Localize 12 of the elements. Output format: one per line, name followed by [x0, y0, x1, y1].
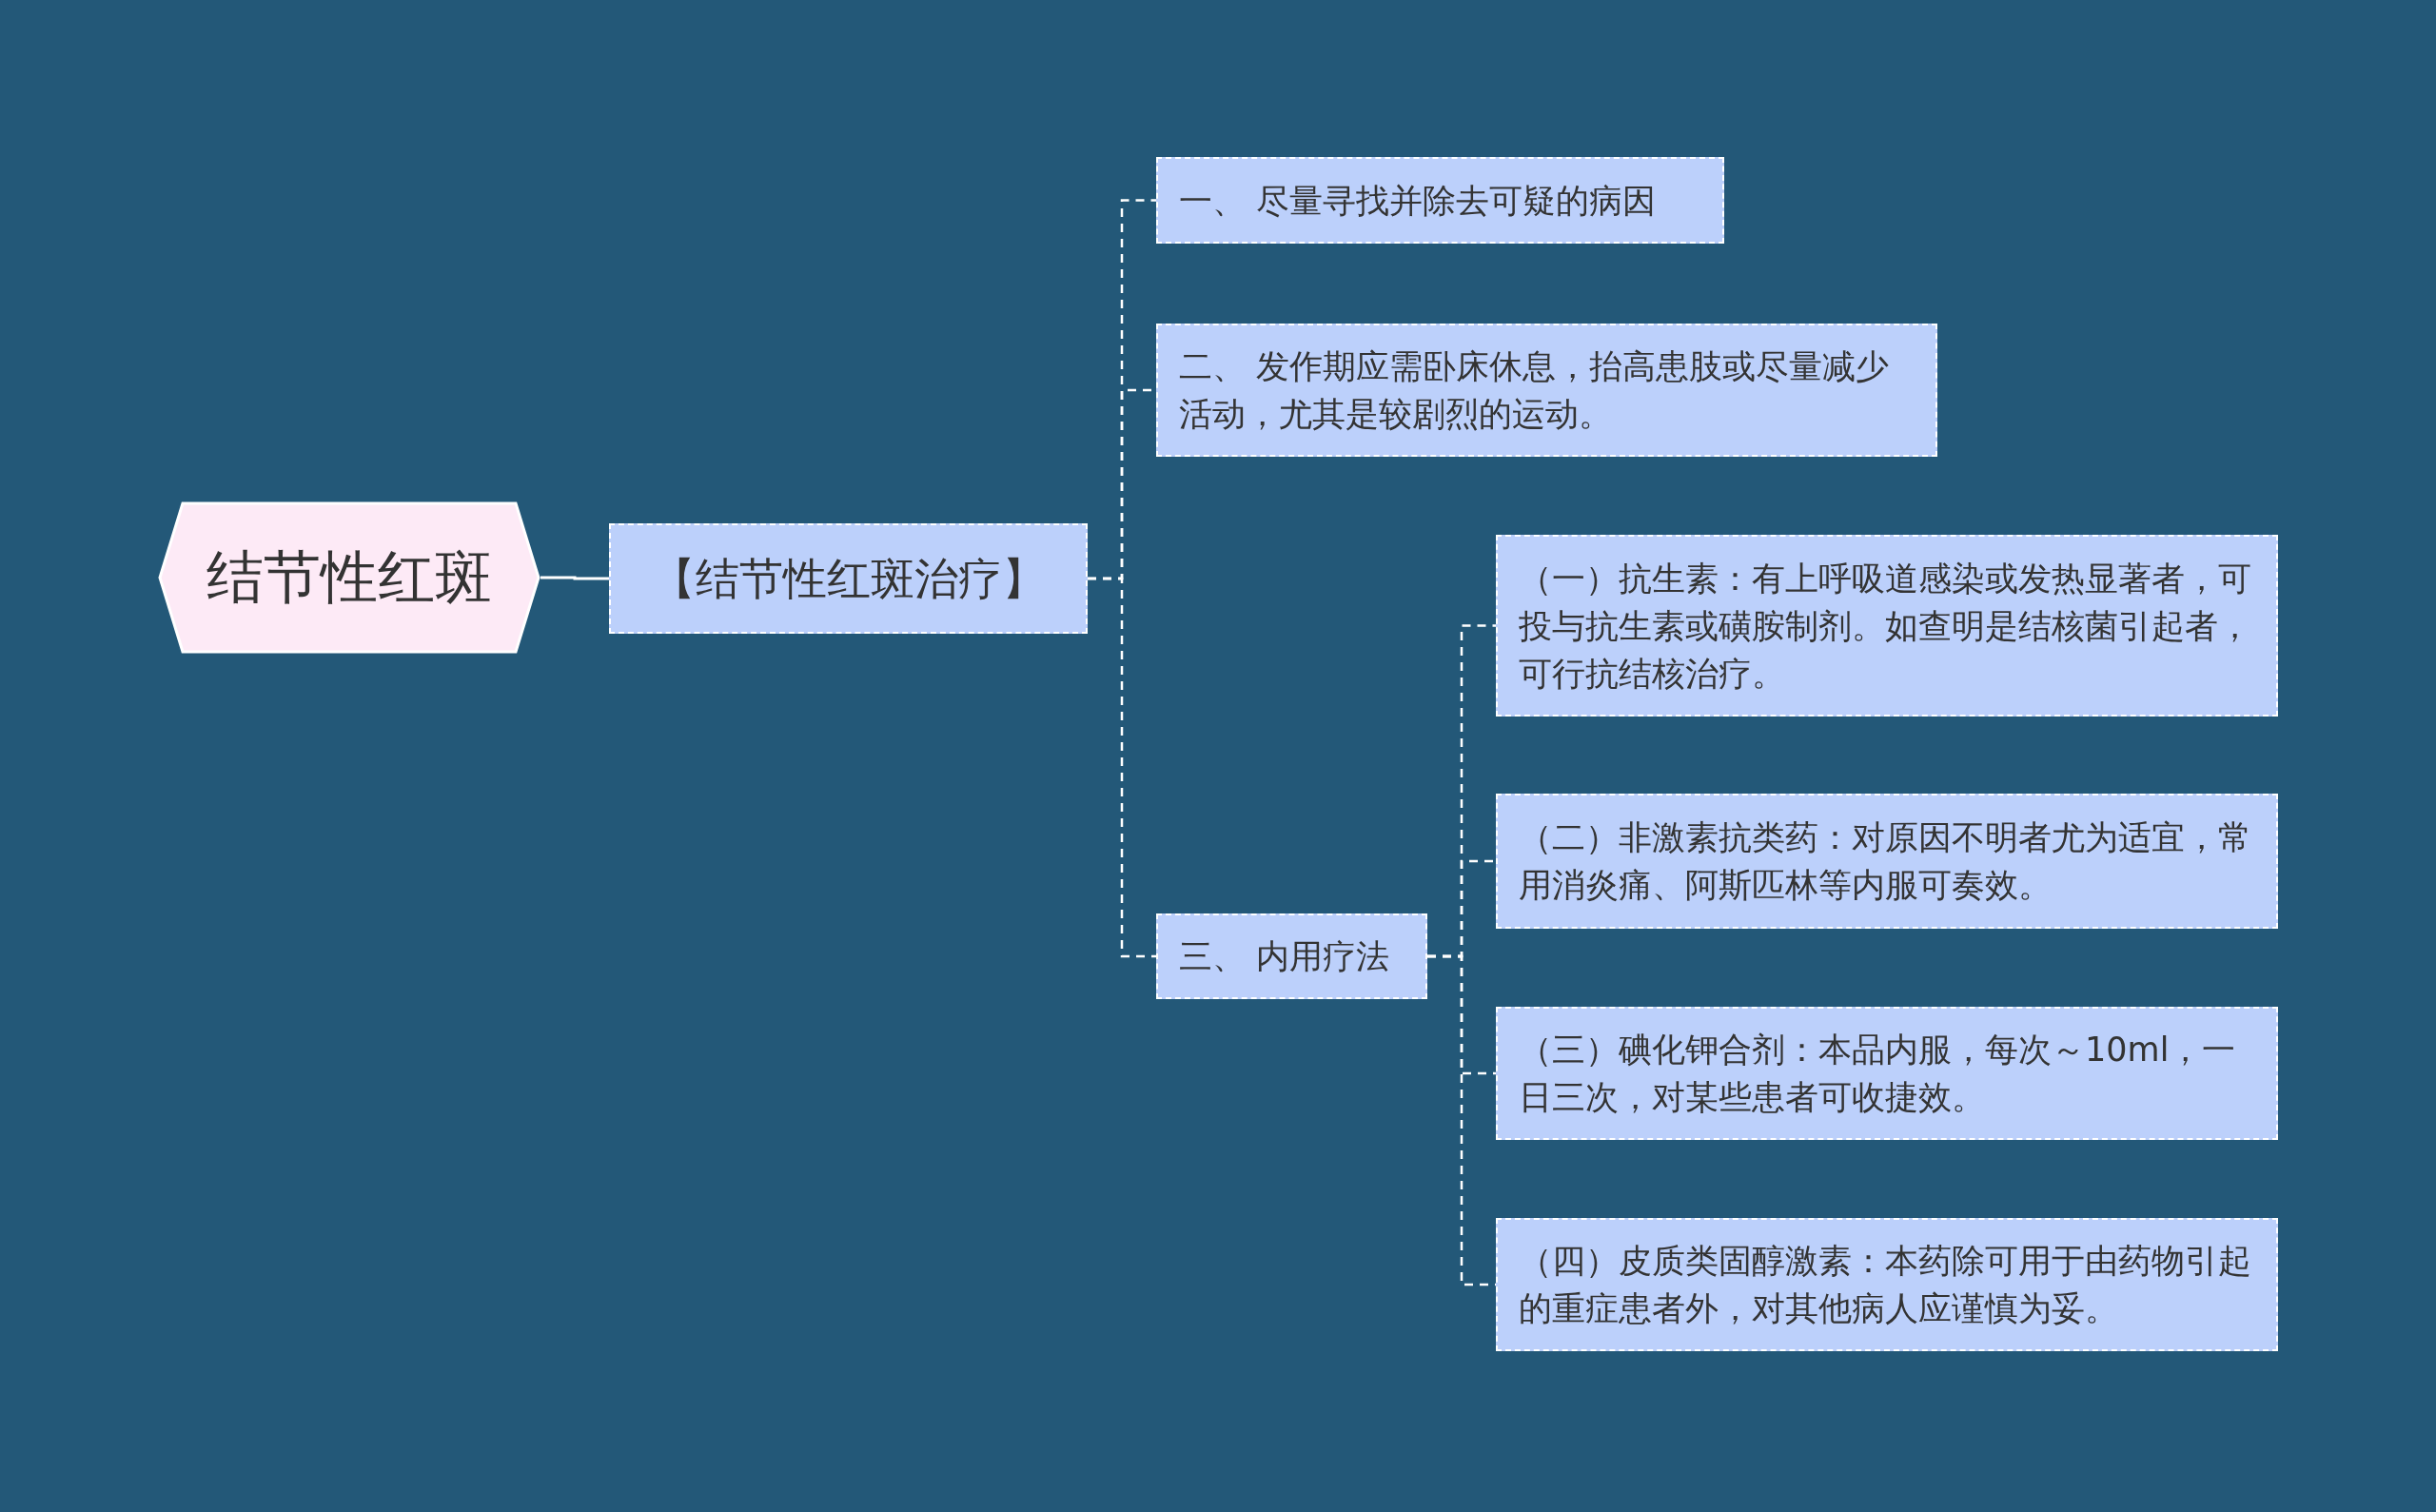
item-box: （四）皮质类固醇激素：本药除可用于由药物引起的重症患者外，对其他病人应谨慎为妥。 [1496, 1218, 2278, 1351]
connector-line [540, 576, 609, 580]
connector-line [1088, 577, 1156, 958]
item-box: 二、 发作期应需卧床休息，抬高患肢或尽量减少活动，尤其是较剧烈的运动。 [1156, 324, 1937, 457]
item-box: （三）碘化钾合剂：本品内服，每次～10ml，一日三次，对某些患者可收捷效。 [1496, 1007, 2278, 1140]
item-box: 三、 内用疗法 [1156, 913, 1427, 999]
topic-hexagon [158, 501, 540, 654]
item-box: （二）非激素抗类药：对原因不明者尤为适宜，常用消炎痛、阿斯匹林等内服可奏效。 [1496, 794, 2278, 929]
item-box: （一）抗生素：有上呼吸道感染或发热显著者，可投与抗生素或磺胺制剂。如查明是结核菌引起者，可行抗结核治疗。 [1496, 535, 2278, 717]
topic-text: 结节性红斑 [206, 541, 492, 612]
branch-box: 【结节性红斑治疗】 [609, 523, 1088, 634]
item-box: 一、 尽量寻找并除去可疑的病因 [1156, 157, 1724, 244]
